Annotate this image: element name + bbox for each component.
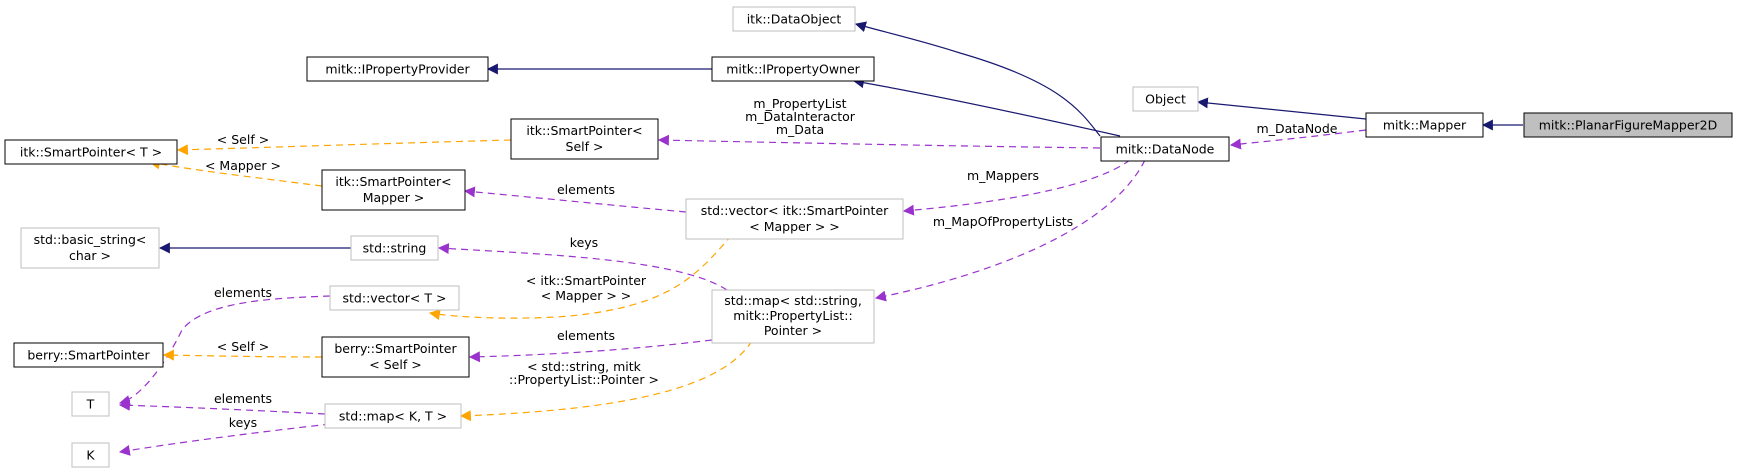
edge-label-string-propertylist-template: < std::string, mitk — [527, 359, 642, 374]
node-label: char > — [69, 248, 111, 263]
node-planar-figure-mapper-2d[interactable]: mitk::PlanarFigureMapper2D — [1523, 112, 1733, 138]
node-itk-smartpointer-t[interactable]: itk::SmartPointer< T > — [4, 139, 178, 165]
node-label: mitk::DataNode — [1116, 142, 1215, 157]
node-label: itk::SmartPointer< — [335, 174, 451, 189]
node-itk-smartpointer-mapper[interactable]: itk::SmartPointer< Mapper > — [321, 169, 466, 211]
edge-datanode-uses-vector — [902, 159, 1131, 216]
edge-itksmartpointerself-instantiates-t — [176, 139, 512, 156]
edge-label-m-map-of-property-lists: m_MapOfPropertyLists — [933, 214, 1073, 229]
edge-map-uses-berrysmartpointerself — [468, 339, 713, 363]
edge-vector-uses-itksmartpointermapper — [463, 186, 687, 213]
node-t[interactable]: T — [71, 391, 110, 417]
node-label: std::string — [363, 241, 427, 256]
edge-label-m-datanode: m_DataNode — [1257, 121, 1338, 136]
node-label: std::vector< T > — [343, 291, 447, 306]
edge-label-self: < Self > — [217, 339, 269, 354]
edge-labels: m_DataNode m_PropertyList m_DataInteract… — [205, 96, 1338, 430]
node-label: berry::SmartPointer — [334, 341, 457, 356]
node-std-vector-t[interactable]: std::vector< T > — [329, 285, 460, 311]
node-label: mitk::Mapper — [1383, 118, 1467, 133]
node-label: < Mapper > > — [749, 219, 840, 234]
node-berry-smartpointer[interactable]: berry::SmartPointer — [13, 342, 164, 368]
edge-datanode-uses-itksmartpointerself — [657, 134, 1101, 149]
node-label: itk::SmartPointer< — [526, 123, 642, 138]
edge-mapper-uses-datanode — [1229, 129, 1367, 150]
node-itk-smartpointer-self[interactable]: itk::SmartPointer< Self > — [510, 118, 659, 160]
node-label: std::map< K, T > — [339, 409, 447, 424]
edge-mapkt-uses-t — [118, 399, 326, 415]
node-mitk-ipropertyprovider[interactable]: mitk::IPropertyProvider — [306, 56, 489, 82]
node-berry-smartpointer-self[interactable]: berry::SmartPointer < Self > — [321, 336, 470, 378]
edge-map-instantiates-mapkt — [459, 340, 753, 422]
node-label: std::basic_string< — [34, 232, 147, 247]
node-label: itk::DataObject — [747, 12, 842, 27]
edge-label-itk-smartpointer-mapper-template: < itk::SmartPointer — [526, 273, 647, 288]
edge-label-self: < Self > — [217, 132, 269, 147]
node-label: mitk::IPropertyProvider — [325, 62, 470, 77]
edge-label-property-members: m_DataInteractor — [745, 109, 856, 124]
node-mitk-datanode[interactable]: mitk::DataNode — [1100, 136, 1230, 162]
node-mitk-mapper[interactable]: mitk::Mapper — [1365, 112, 1484, 138]
edge-label-property-members: m_Data — [776, 122, 824, 137]
edge-label-mapper-template: < Mapper > — [205, 158, 281, 173]
node-mitk-ipropertyowner[interactable]: mitk::IPropertyOwner — [711, 56, 875, 82]
node-std-map-string-propertylist-pointer[interactable]: std::map< std::string, mitk::PropertyLis… — [711, 289, 875, 344]
node-std-map-k-t[interactable]: std::map< K, T > — [324, 403, 462, 429]
node-std-vector-itk-smartpointer-mapper[interactable]: std::vector< itk::SmartPointer < Mapper … — [685, 198, 904, 240]
edge-label-itk-smartpointer-mapper-template: < Mapper > > — [541, 288, 632, 303]
edge-label-elements: elements — [557, 328, 615, 343]
node-label: std::map< std::string, — [724, 293, 862, 308]
node-label: < Self > — [369, 357, 421, 372]
node-label: Mapper > — [363, 190, 425, 205]
edges — [118, 21, 1523, 456]
node-label: Self > — [566, 139, 604, 154]
node-std-basic-string-char[interactable]: std::basic_string< char > — [20, 227, 160, 269]
edge-datanode-inherits-dataobject — [854, 21, 1101, 137]
node-k[interactable]: K — [71, 442, 110, 468]
node-label: berry::SmartPointer — [27, 348, 150, 363]
node-label: mitk::PropertyList:: — [733, 308, 852, 323]
edge-label-keys: keys — [229, 415, 257, 430]
edge-berrysmartpointerself-instantiates-berrysmartpointer — [162, 349, 323, 361]
node-label: mitk::IPropertyOwner — [726, 62, 860, 77]
edge-itksmartpointermapper-instantiates-t — [148, 158, 323, 187]
node-itk-dataobject[interactable]: itk::DataObject — [732, 6, 856, 32]
node-label: Pointer > — [764, 323, 822, 338]
node-label: itk::SmartPointer< T > — [20, 145, 162, 160]
node-label: mitk::PlanarFigureMapper2D — [1539, 118, 1718, 133]
node-label: T — [86, 397, 95, 412]
node-label: K — [86, 448, 95, 463]
node-object[interactable]: Object — [1132, 86, 1199, 112]
edge-datanode-inherits-ipropertyowner — [852, 77, 1121, 137]
edge-mapkt-uses-k — [118, 423, 331, 456]
edge-label-m-mappers: m_Mappers — [967, 168, 1039, 183]
edge-mapper-inherits-object — [1196, 97, 1367, 120]
edge-label-elements: elements — [214, 391, 272, 406]
edge-label-property-members: m_PropertyList — [753, 96, 846, 111]
edge-map-uses-stdstring — [437, 243, 728, 291]
edge-datanode-uses-map — [874, 159, 1146, 302]
edge-label-elements: elements — [214, 285, 272, 300]
edge-label-keys: keys — [570, 235, 598, 250]
node-label: Object — [1145, 92, 1186, 107]
edge-label-elements: elements — [557, 182, 615, 197]
node-std-string[interactable]: std::string — [350, 235, 439, 261]
nodes: mitk::PlanarFigureMapper2D mitk::Mapper … — [4, 6, 1733, 468]
edge-label-string-propertylist-template: ::PropertyList::Pointer > — [509, 372, 659, 387]
node-label: std::vector< itk::SmartPointer — [701, 203, 889, 218]
